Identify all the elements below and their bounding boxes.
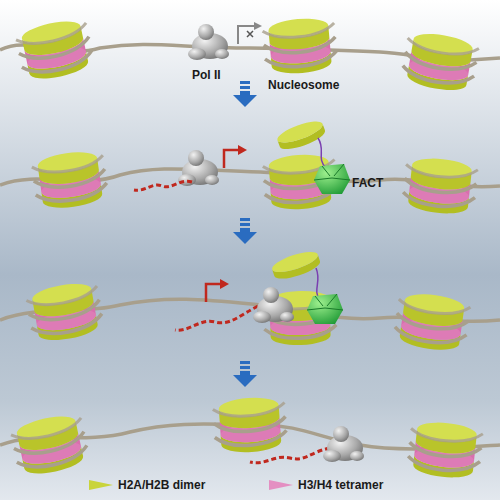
legend-swatch [268, 478, 294, 492]
swatch-wedge [89, 480, 113, 490]
row-four [0, 396, 500, 481]
swatch-wedge [269, 480, 293, 490]
enzyme-label: Pol II [192, 68, 221, 82]
complex-label: FACT [352, 176, 383, 190]
legend-swatch [88, 478, 114, 492]
row-three [0, 248, 500, 354]
legend-entry: H2A/H2B dimer [88, 478, 205, 492]
legend-text: H2A/H2B dimer [118, 478, 205, 492]
row-two [0, 117, 500, 216]
legend-entry: H3/H4 tetramer [268, 478, 383, 492]
legend-text: H3/H4 tetramer [298, 478, 383, 492]
part-label: Nucleosome [268, 78, 339, 92]
